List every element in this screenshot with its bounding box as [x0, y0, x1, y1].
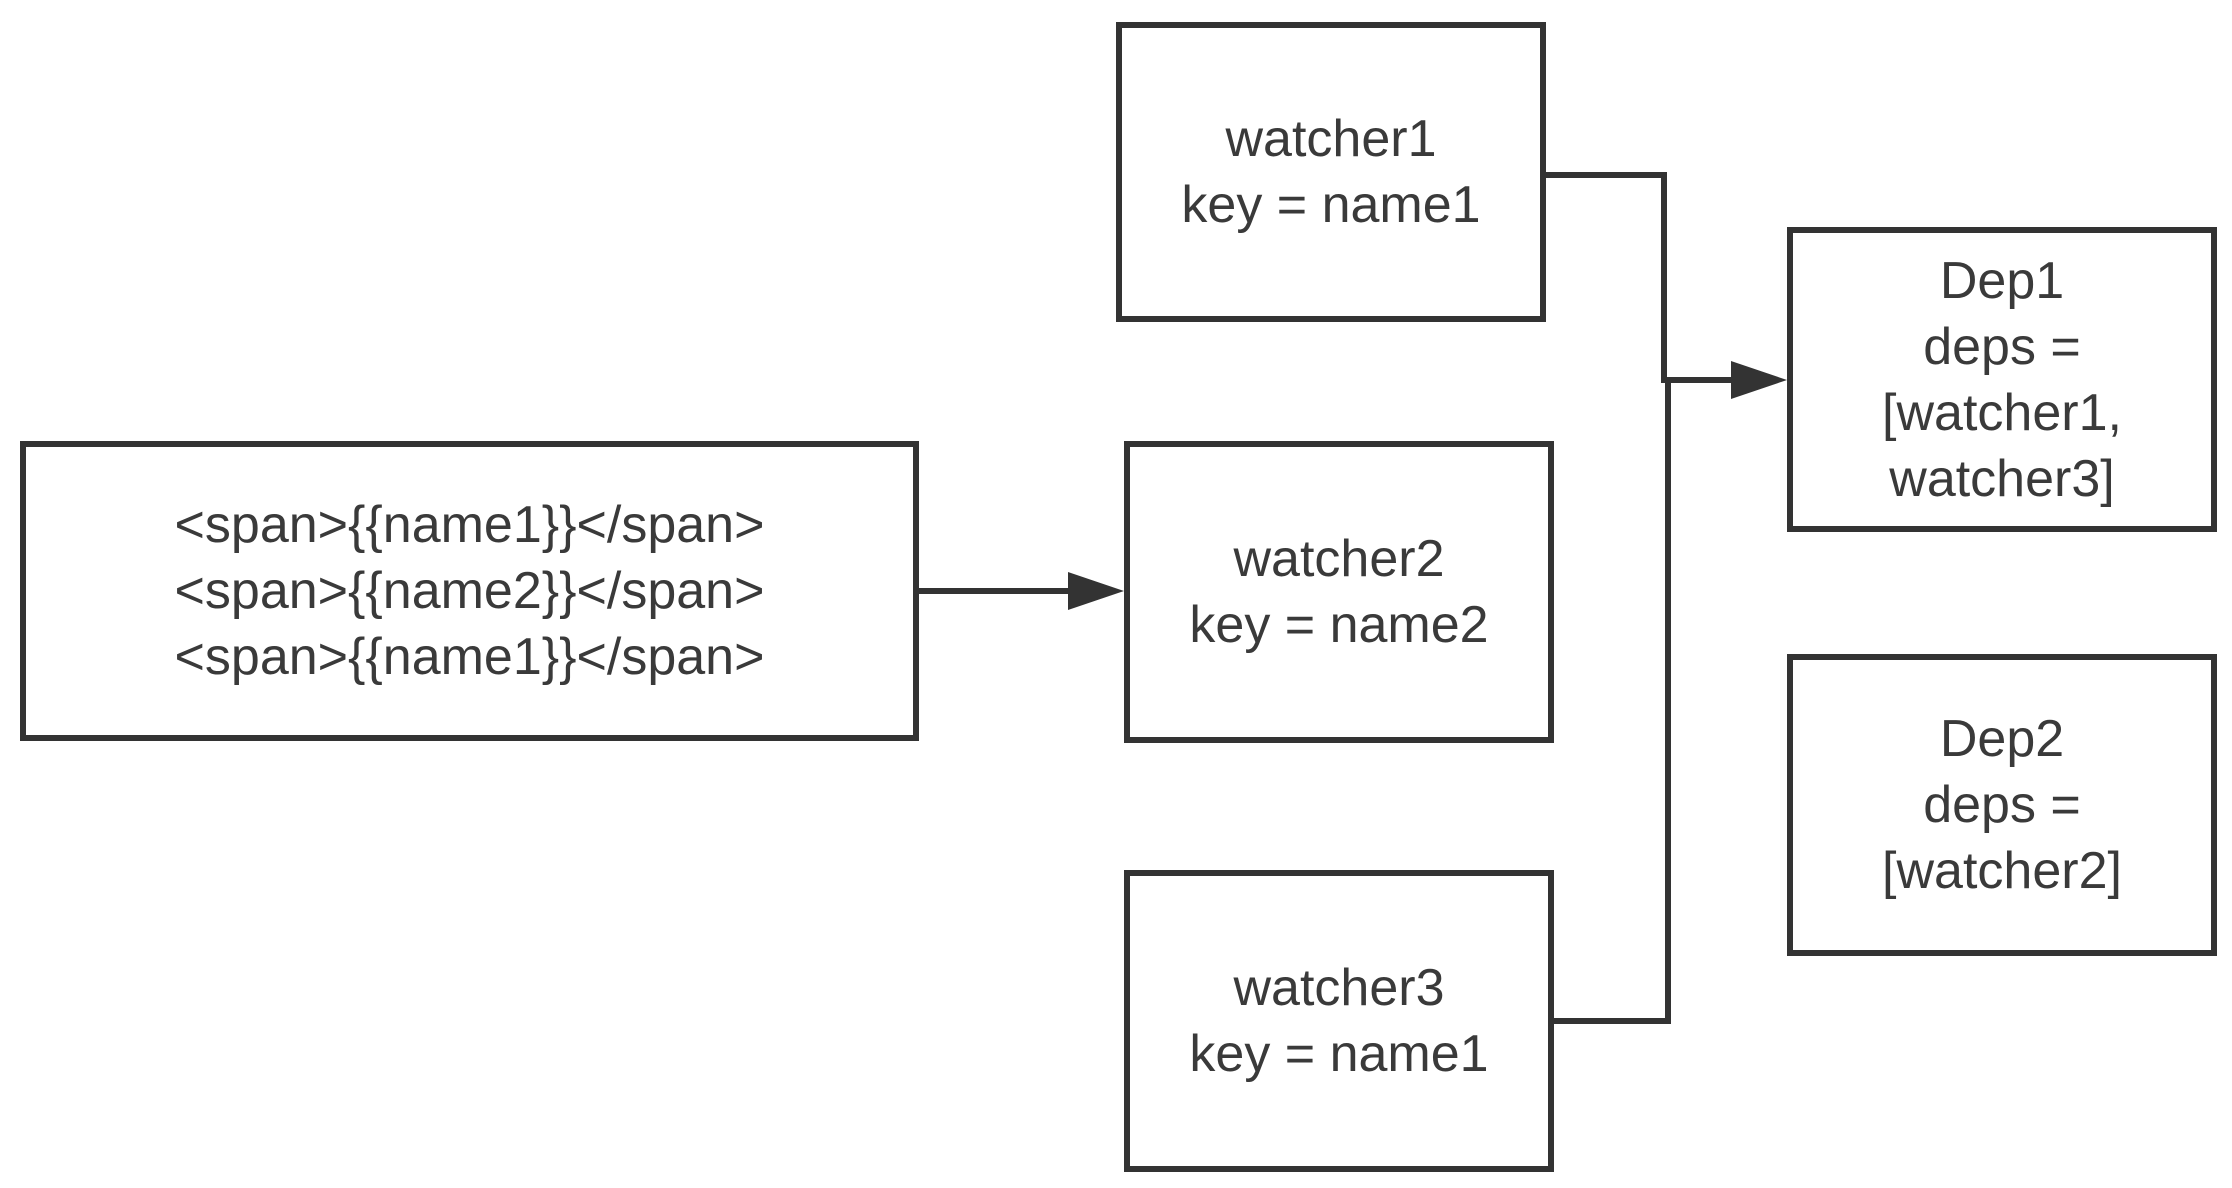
- template-line-1: <span>{{name1}}</span>: [174, 496, 765, 554]
- dep2-title: Dep2: [1939, 710, 2065, 768]
- dep2-deps-label: deps =: [1923, 776, 2081, 834]
- dep2-deps-line-1: [watcher2]: [1882, 842, 2122, 900]
- dep1-title: Dep1: [1939, 251, 2065, 310]
- dep1-deps-line-1: [watcher1,: [1882, 383, 2122, 442]
- arrowhead-watcher2: [1068, 572, 1124, 610]
- watcher1-node: watcher1 key = name1: [1116, 22, 1546, 322]
- dep2-node: Dep2 deps = [watcher2]: [1787, 654, 2217, 956]
- watcher1-title: watcher1: [1225, 110, 1437, 168]
- watcher2-title: watcher2: [1233, 530, 1445, 588]
- dep1-node: Dep1 deps = [watcher1, watcher3]: [1787, 227, 2217, 532]
- arrowhead-dep1: [1731, 361, 1787, 399]
- watcher3-key: key = name1: [1189, 1025, 1489, 1083]
- template-line-2: <span>{{name2}}</span>: [174, 562, 765, 620]
- dep1-deps-label: deps =: [1923, 317, 2081, 376]
- watcher1-key: key = name1: [1181, 176, 1481, 234]
- watcher2-key: key = name2: [1189, 596, 1489, 654]
- template-node: <span>{{name1}}</span> <span>{{name2}}</…: [20, 441, 919, 741]
- watcher3-title: watcher3: [1233, 959, 1445, 1017]
- watcher2-node: watcher2 key = name2: [1124, 441, 1554, 743]
- edge-watcher3-to-dep1: [1554, 380, 1671, 1024]
- edge-watcher1-to-dep1: [1546, 172, 1733, 383]
- watcher3-node: watcher3 key = name1: [1124, 870, 1554, 1172]
- template-line-3: <span>{{name1}}</span>: [174, 628, 765, 686]
- dep1-deps-line-2: watcher3]: [1889, 449, 2115, 508]
